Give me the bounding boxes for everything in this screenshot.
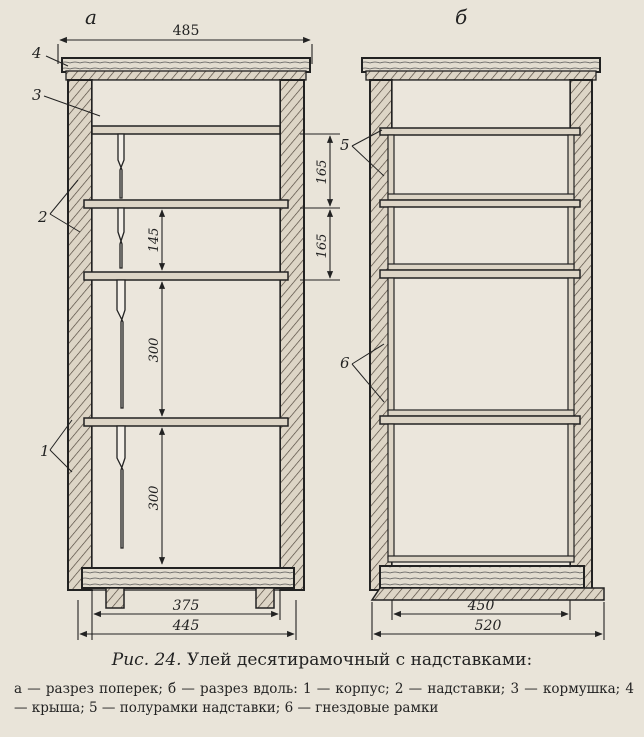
figure-legend: а — разрез поперек; б — разрез вдоль: 1 … [14,681,634,716]
dim-half-frame-lower: 165 [315,234,330,259]
hive-wall-left-outer [67,79,93,591]
dim-inner-width-left: 375 [173,598,200,614]
nest-frame-lower-left [116,425,126,549]
half-frame-lower-left [117,207,125,269]
dim-gap: 145 [147,228,162,253]
left-hive-cross-section [61,57,311,609]
roof-right [361,57,601,73]
hive-cross-section-drawing: а б 485 375 445 450 520 165 165 145 300 … [31,5,605,640]
panel-letter-right: б [455,5,468,29]
panel-letter-left: а [85,5,97,29]
figure-title: Улей десятирамочный с надставками: [186,650,533,670]
hive-wall-left-inner [279,79,305,591]
right-hive-longitudinal-section [361,57,605,601]
figure-number: Рис. 24. [111,650,182,670]
callout-2-supers: 2 [37,208,48,226]
callout-1-body: 1 [40,442,50,460]
bottom-board-left [81,567,295,589]
callout-3-feeder: 3 [32,86,42,104]
feeder-left [91,125,281,135]
dim-inner-width-right: 450 [467,598,495,614]
callout-5-half-frames: 5 [340,136,350,154]
callout-6-nest-frames: 6 [340,354,350,372]
callout-4-roof: 4 [31,44,42,62]
dim-half-frame-upper: 165 [315,160,330,185]
dim-frame-upper: 300 [147,338,162,363]
dim-outer-width-right: 520 [475,618,502,634]
dim-frame-lower: 300 [147,486,162,511]
figure-caption-title: Рис. 24. Улей десятирамочный с надставка… [0,650,644,670]
roof-left [61,57,311,73]
half-frame-upper-left [117,133,125,199]
nest-frame-upper-left [116,279,126,409]
dim-outer-width-left: 445 [172,618,200,634]
dim-top-width: 485 [173,23,200,39]
